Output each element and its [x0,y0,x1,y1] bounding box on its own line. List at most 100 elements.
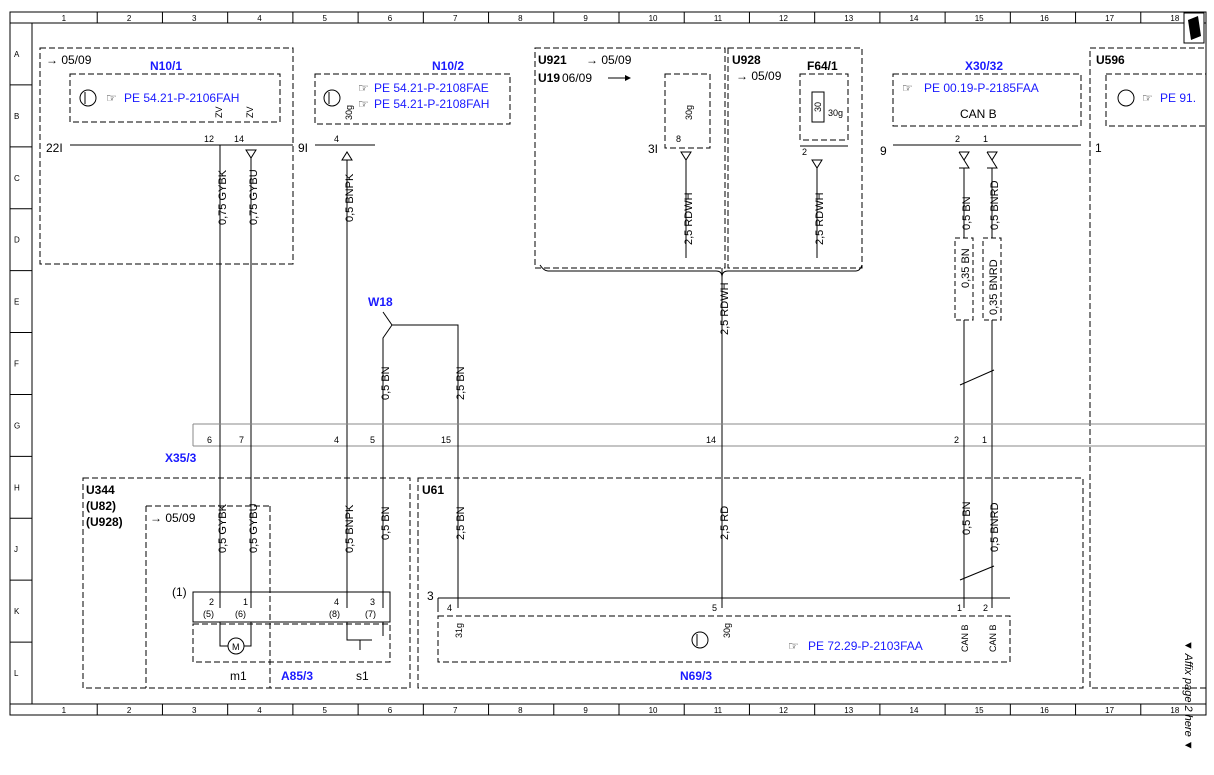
u344-date: → 05/09 [150,511,196,525]
wire-label: 0,5 BN [961,501,973,535]
row-letter: B [14,112,19,121]
column-number: 2 [127,706,132,715]
column-number: 16 [1040,706,1049,715]
fuse-tag: 30g [828,108,843,118]
reference-hand-icon: ☞ [788,639,799,653]
n10-2-ref2[interactable]: PE 54.21-P-2108FAH [374,97,489,111]
n69-3-ref[interactable]: PE 72.29-P-2103FAA [808,639,923,653]
pin-label: 4 [334,134,339,144]
pin-label: 5 [370,435,375,445]
pin-label: 3 [370,597,375,607]
column-number: 9 [583,14,588,23]
f64-1-title: F64/1 [807,59,838,73]
can-b-label: CAN B [960,107,997,121]
transistor-icon [691,631,709,649]
module-u596: U596 ☞ PE 91. 1 [1089,47,1207,689]
u19-title: U19 [538,71,560,85]
u596-title: U596 [1096,53,1125,67]
column-number: 17 [1105,706,1114,715]
module-u928: U928 → 05/09 F64/1 30 30g 2 [727,47,863,269]
fuse-icon [811,91,825,123]
row-letter: L [14,669,19,678]
reference-hand-icon: ☞ [902,81,913,95]
wire-label: 0,5 BN [380,506,392,540]
column-number: 8 [518,14,523,23]
reference-hand-icon: ☞ [106,91,117,105]
transistor-icon [323,89,341,107]
u921-title: U921 [538,53,567,67]
module-x30-32: X30/32 ☞ PE 00.19-P-2185FAA CAN B 9 2 1 [880,59,1082,169]
connector-x35-3: X35/3 6 7 4 5 15 14 2 1 [165,423,1206,465]
pin-label: (7) [365,609,376,619]
n10-1-ref[interactable]: PE 54.21-P-2106FAH [124,91,239,105]
module-u61: U61 3 4 5 1 2 31g 30g CAN B CAN B ☞ PE 7… [417,477,1084,689]
pin-label: 4 [447,603,452,613]
pin-label: 14 [706,435,716,445]
pin-label: 1 [957,603,962,613]
x30-32-title: X30/32 [965,59,1003,73]
x30-32-ref[interactable]: PE 00.19-P-2185FAA [924,81,1039,95]
column-number: 9 [583,706,588,715]
pin-label: 4 [334,597,339,607]
fuse-label: 30 [813,102,823,112]
wire-label: 0,5 GYBK [217,503,229,553]
pin-tag: 31g [454,623,464,638]
column-number: 7 [453,14,458,23]
u344-title: U344 [86,483,115,497]
column-number: 7 [453,706,458,715]
module-u921: U921 → 05/09 U19 06/09 3I 8 30g [534,47,726,269]
pin-label: 6 [207,435,212,445]
row-letter: A [14,50,20,59]
pin-label: 2 [955,134,960,144]
pin-label: (8) [329,609,340,619]
column-number: 18 [1170,14,1179,23]
u82-title: (U82) [86,499,116,513]
column-number: 5 [323,706,328,715]
pin-label: 2 [209,597,214,607]
column-number: 2 [127,14,132,23]
column-number: 10 [649,14,658,23]
x30-32-ground: 9 [880,144,887,158]
u928-sub-title: (U928) [86,515,123,529]
upper-wires: W18 [219,145,1002,440]
u596-ground: 1 [1095,141,1102,155]
reference-hand-icon: ☞ [1142,91,1153,105]
wire-label: 0,5 BNRD [989,502,1001,552]
pin-label: (6) [235,609,246,619]
pin-label: 7 [239,435,244,445]
column-number: 1 [62,706,67,715]
wire-label: 2,5 RD [719,506,731,540]
pin-label: 1 [983,134,988,144]
n10-2-ref1[interactable]: PE 54.21-P-2108FAE [374,81,489,95]
pin-tag: 30g [344,105,354,120]
row-letter: F [14,360,19,369]
pin-tag: 30g [684,105,694,120]
pin-label: 4 [334,435,339,445]
svg-text:M: M [232,642,240,652]
u596-ref[interactable]: PE 91. [1160,91,1196,105]
row-letter: C [14,174,20,183]
pin-label: 5 [712,603,717,613]
column-number: 12 [779,706,788,715]
column-number: 11 [714,706,723,715]
column-number: 6 [388,706,393,715]
u921-date: → 05/09 [586,53,632,67]
column-number: 13 [844,706,853,715]
column-number: 4 [257,14,262,23]
row-letter: K [14,607,20,616]
pin-label: (5) [203,609,214,619]
wire-label: 0,5 BNRD [989,180,1001,230]
pin-label: 1 [243,597,248,607]
column-number: 3 [192,706,197,715]
row-letter: H [14,483,20,492]
column-number: 10 [649,706,658,715]
pin-label: 8 [676,134,681,144]
pin-label: 14 [234,134,244,144]
conn-label: 3 [427,589,434,603]
pin-label: 12 [204,134,214,144]
a85-3-label: A85/3 [281,669,313,683]
wire-label: 0,75 GYBU [248,169,260,225]
conn-label: (1) [172,585,187,599]
lower-wires [219,440,995,608]
